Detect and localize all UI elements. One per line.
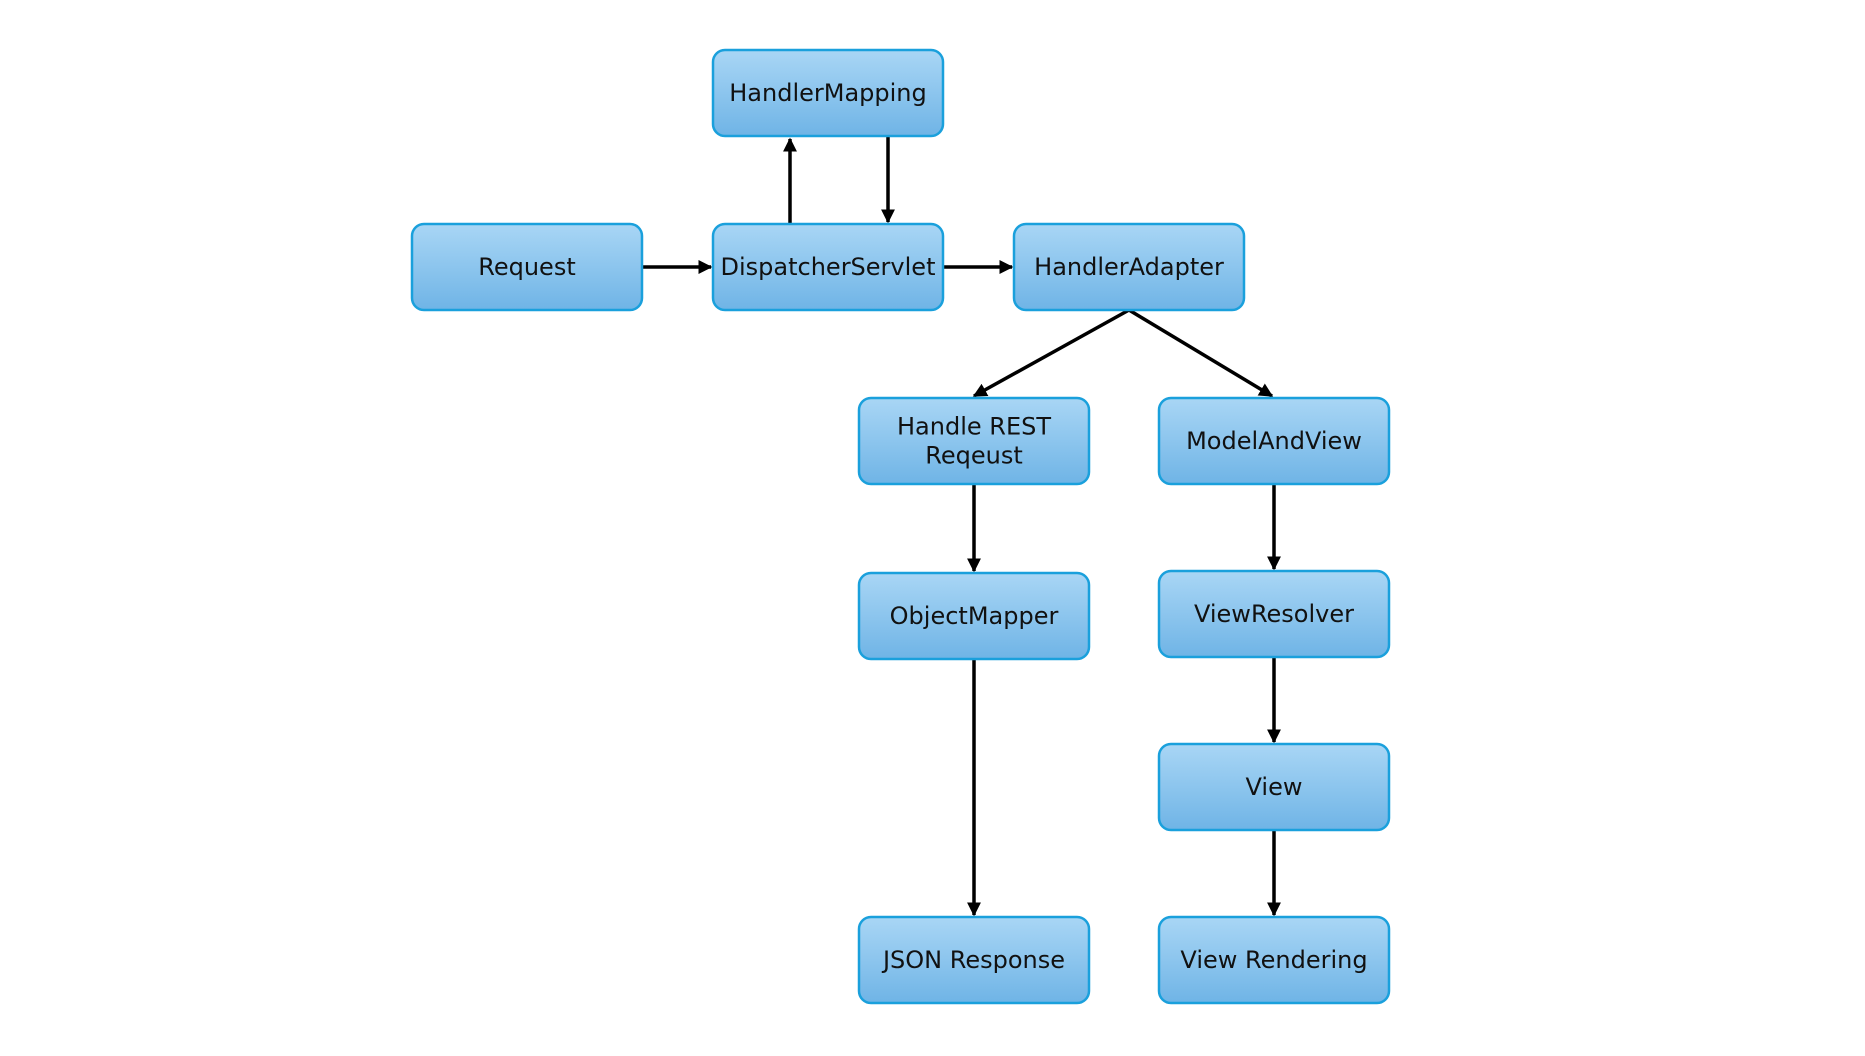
node-view-resolver: ViewResolver bbox=[1157, 569, 1391, 659]
json-response-box bbox=[857, 915, 1091, 1005]
model-and-view-box bbox=[1157, 396, 1391, 486]
view-resolver-label: ViewResolver bbox=[1194, 600, 1354, 628]
handle-rest-request-box bbox=[857, 396, 1091, 486]
handle-rest-request-label: Reqeust bbox=[925, 442, 1023, 470]
node-object-mapper: ObjectMapper bbox=[857, 571, 1091, 661]
dispatcher-servlet-label: DispatcherServlet bbox=[721, 253, 936, 281]
edges-layer bbox=[642, 136, 1281, 917]
node-json-response: JSON Response bbox=[857, 915, 1091, 1005]
view-resolver-box bbox=[1157, 569, 1391, 659]
node-handler-mapping: HandlerMapping bbox=[711, 48, 945, 138]
handler-mapping-box bbox=[711, 48, 945, 138]
object-mapper-label: ObjectMapper bbox=[890, 602, 1059, 630]
handler-adapter-label: HandlerAdapter bbox=[1034, 253, 1224, 281]
handler-mapping-label: HandlerMapping bbox=[729, 79, 927, 107]
object-mapper-box bbox=[857, 571, 1091, 661]
node-view: View bbox=[1157, 742, 1391, 832]
view-rendering-label: View Rendering bbox=[1180, 946, 1367, 974]
node-handler-adapter: HandlerAdapter bbox=[1012, 222, 1246, 312]
handler-adapter-box bbox=[1012, 222, 1246, 312]
dispatcher-servlet-box bbox=[711, 222, 945, 312]
json-response-label: JSON Response bbox=[881, 946, 1065, 974]
request-label: Request bbox=[478, 253, 576, 281]
arrow-handler-adapter-to-model-and-view bbox=[1128, 308, 1274, 398]
view-label: View bbox=[1246, 773, 1303, 801]
node-request: Request bbox=[410, 222, 644, 312]
view-rendering-box bbox=[1157, 915, 1391, 1005]
view-box bbox=[1157, 742, 1391, 832]
node-view-rendering: View Rendering bbox=[1157, 915, 1391, 1005]
model-and-view-label: ModelAndView bbox=[1186, 427, 1362, 455]
node-dispatcher-servlet: DispatcherServlet bbox=[711, 222, 945, 312]
arrow-handler-adapter-to-handle-rest-request bbox=[972, 308, 1130, 398]
request-box bbox=[410, 222, 644, 312]
handle-rest-request-label: Handle REST bbox=[897, 413, 1051, 441]
node-model-and-view: ModelAndView bbox=[1157, 396, 1391, 486]
